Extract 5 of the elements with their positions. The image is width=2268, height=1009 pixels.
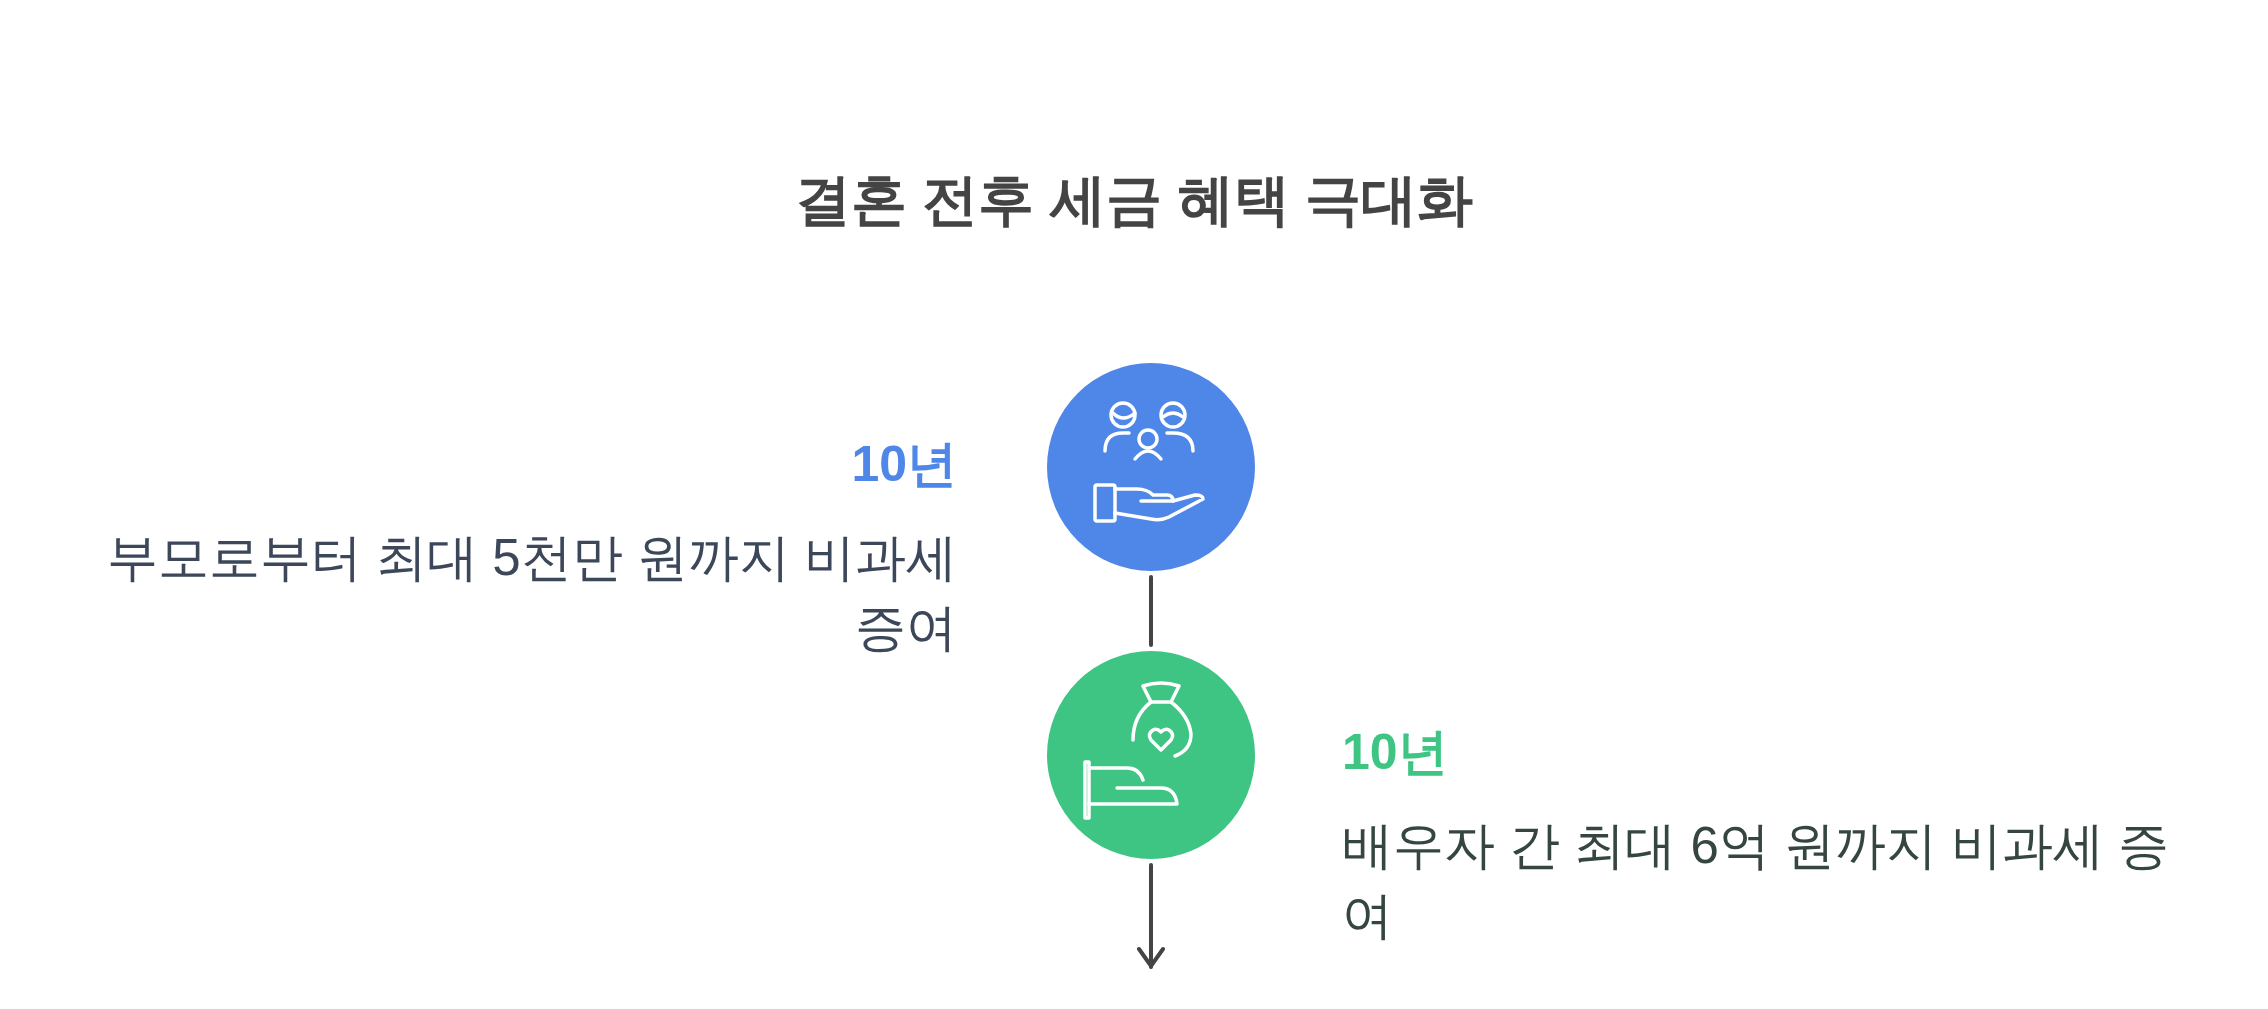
step-description: 부모로부터 최대 5천만 원까지 비과세 증여 — [105, 528, 957, 658]
title: 결혼 전후 세금 혜택 극대화 — [793, 167, 1475, 233]
step-heading: 10년 — [851, 439, 957, 489]
step-description: 배우자 간 최대 6억 원까지 비과세 증여 — [1342, 816, 2171, 946]
step-heading: 10년 — [1342, 727, 1448, 777]
